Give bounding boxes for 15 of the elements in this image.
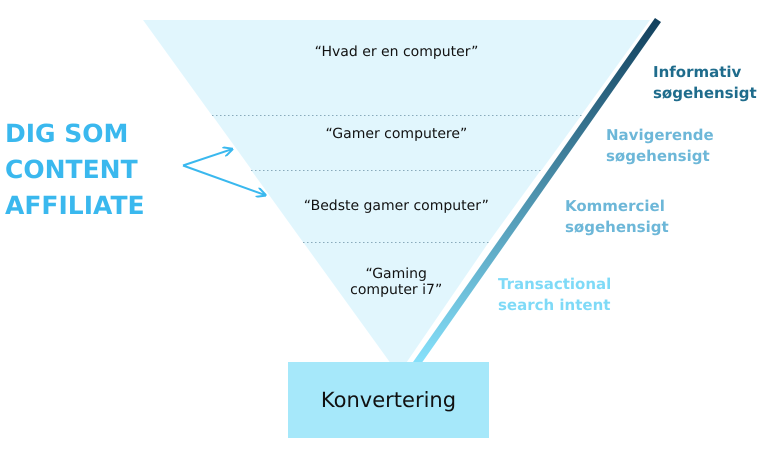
intent-label: Transactional search intent — [498, 274, 612, 316]
intent-label: Kommerciel søgehensigt — [565, 196, 670, 238]
stage-text: “Hvad er en computer” — [314, 44, 480, 60]
conversion-box: Konvertering — [288, 362, 489, 438]
arrow — [182, 146, 234, 166]
stage-text: “Gaming computer i7” — [349, 266, 444, 298]
funnel-stage — [251, 170, 542, 242]
arrow — [182, 164, 268, 198]
side-heading: DIG SOM CONTENT AFFILIATE — [5, 116, 183, 226]
intent-label: Informativ søgehensigt — [653, 62, 758, 104]
intent-label: Navigerende søgehensigt — [606, 125, 715, 167]
funnel-stage — [303, 242, 490, 365]
stage-text: “Gamer computere” — [324, 126, 468, 142]
funnel-stage — [212, 115, 582, 170]
stage-text: “Bedste gamer computer” — [302, 198, 490, 214]
